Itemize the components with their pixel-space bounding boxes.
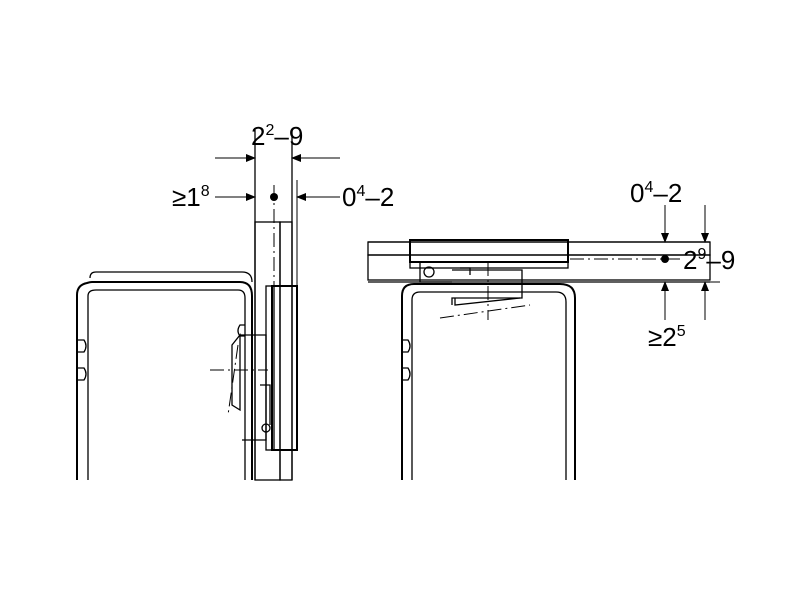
right-dim-offset-label: 04–2 (630, 178, 682, 208)
left-dimensions (215, 154, 340, 286)
left-dim-offset-label: 04–2 (342, 182, 394, 212)
left-hinge (210, 333, 271, 441)
left-view: 22–9 ≥18 04–2 (76, 121, 394, 481)
left-cabinet (76, 271, 253, 480)
right-dim-min-label: ≥25 (648, 322, 686, 352)
left-wall (254, 130, 293, 481)
right-dim-total-label: 29–9 (683, 245, 735, 275)
right-dimensions (570, 205, 720, 320)
left-dim-total-label: 22–9 (251, 121, 303, 151)
right-view: 04–2 29–9 ≥25 (367, 178, 735, 480)
right-hinge (419, 262, 531, 320)
right-mount-block (409, 239, 569, 269)
left-dim-min-label: ≥18 (172, 182, 210, 212)
